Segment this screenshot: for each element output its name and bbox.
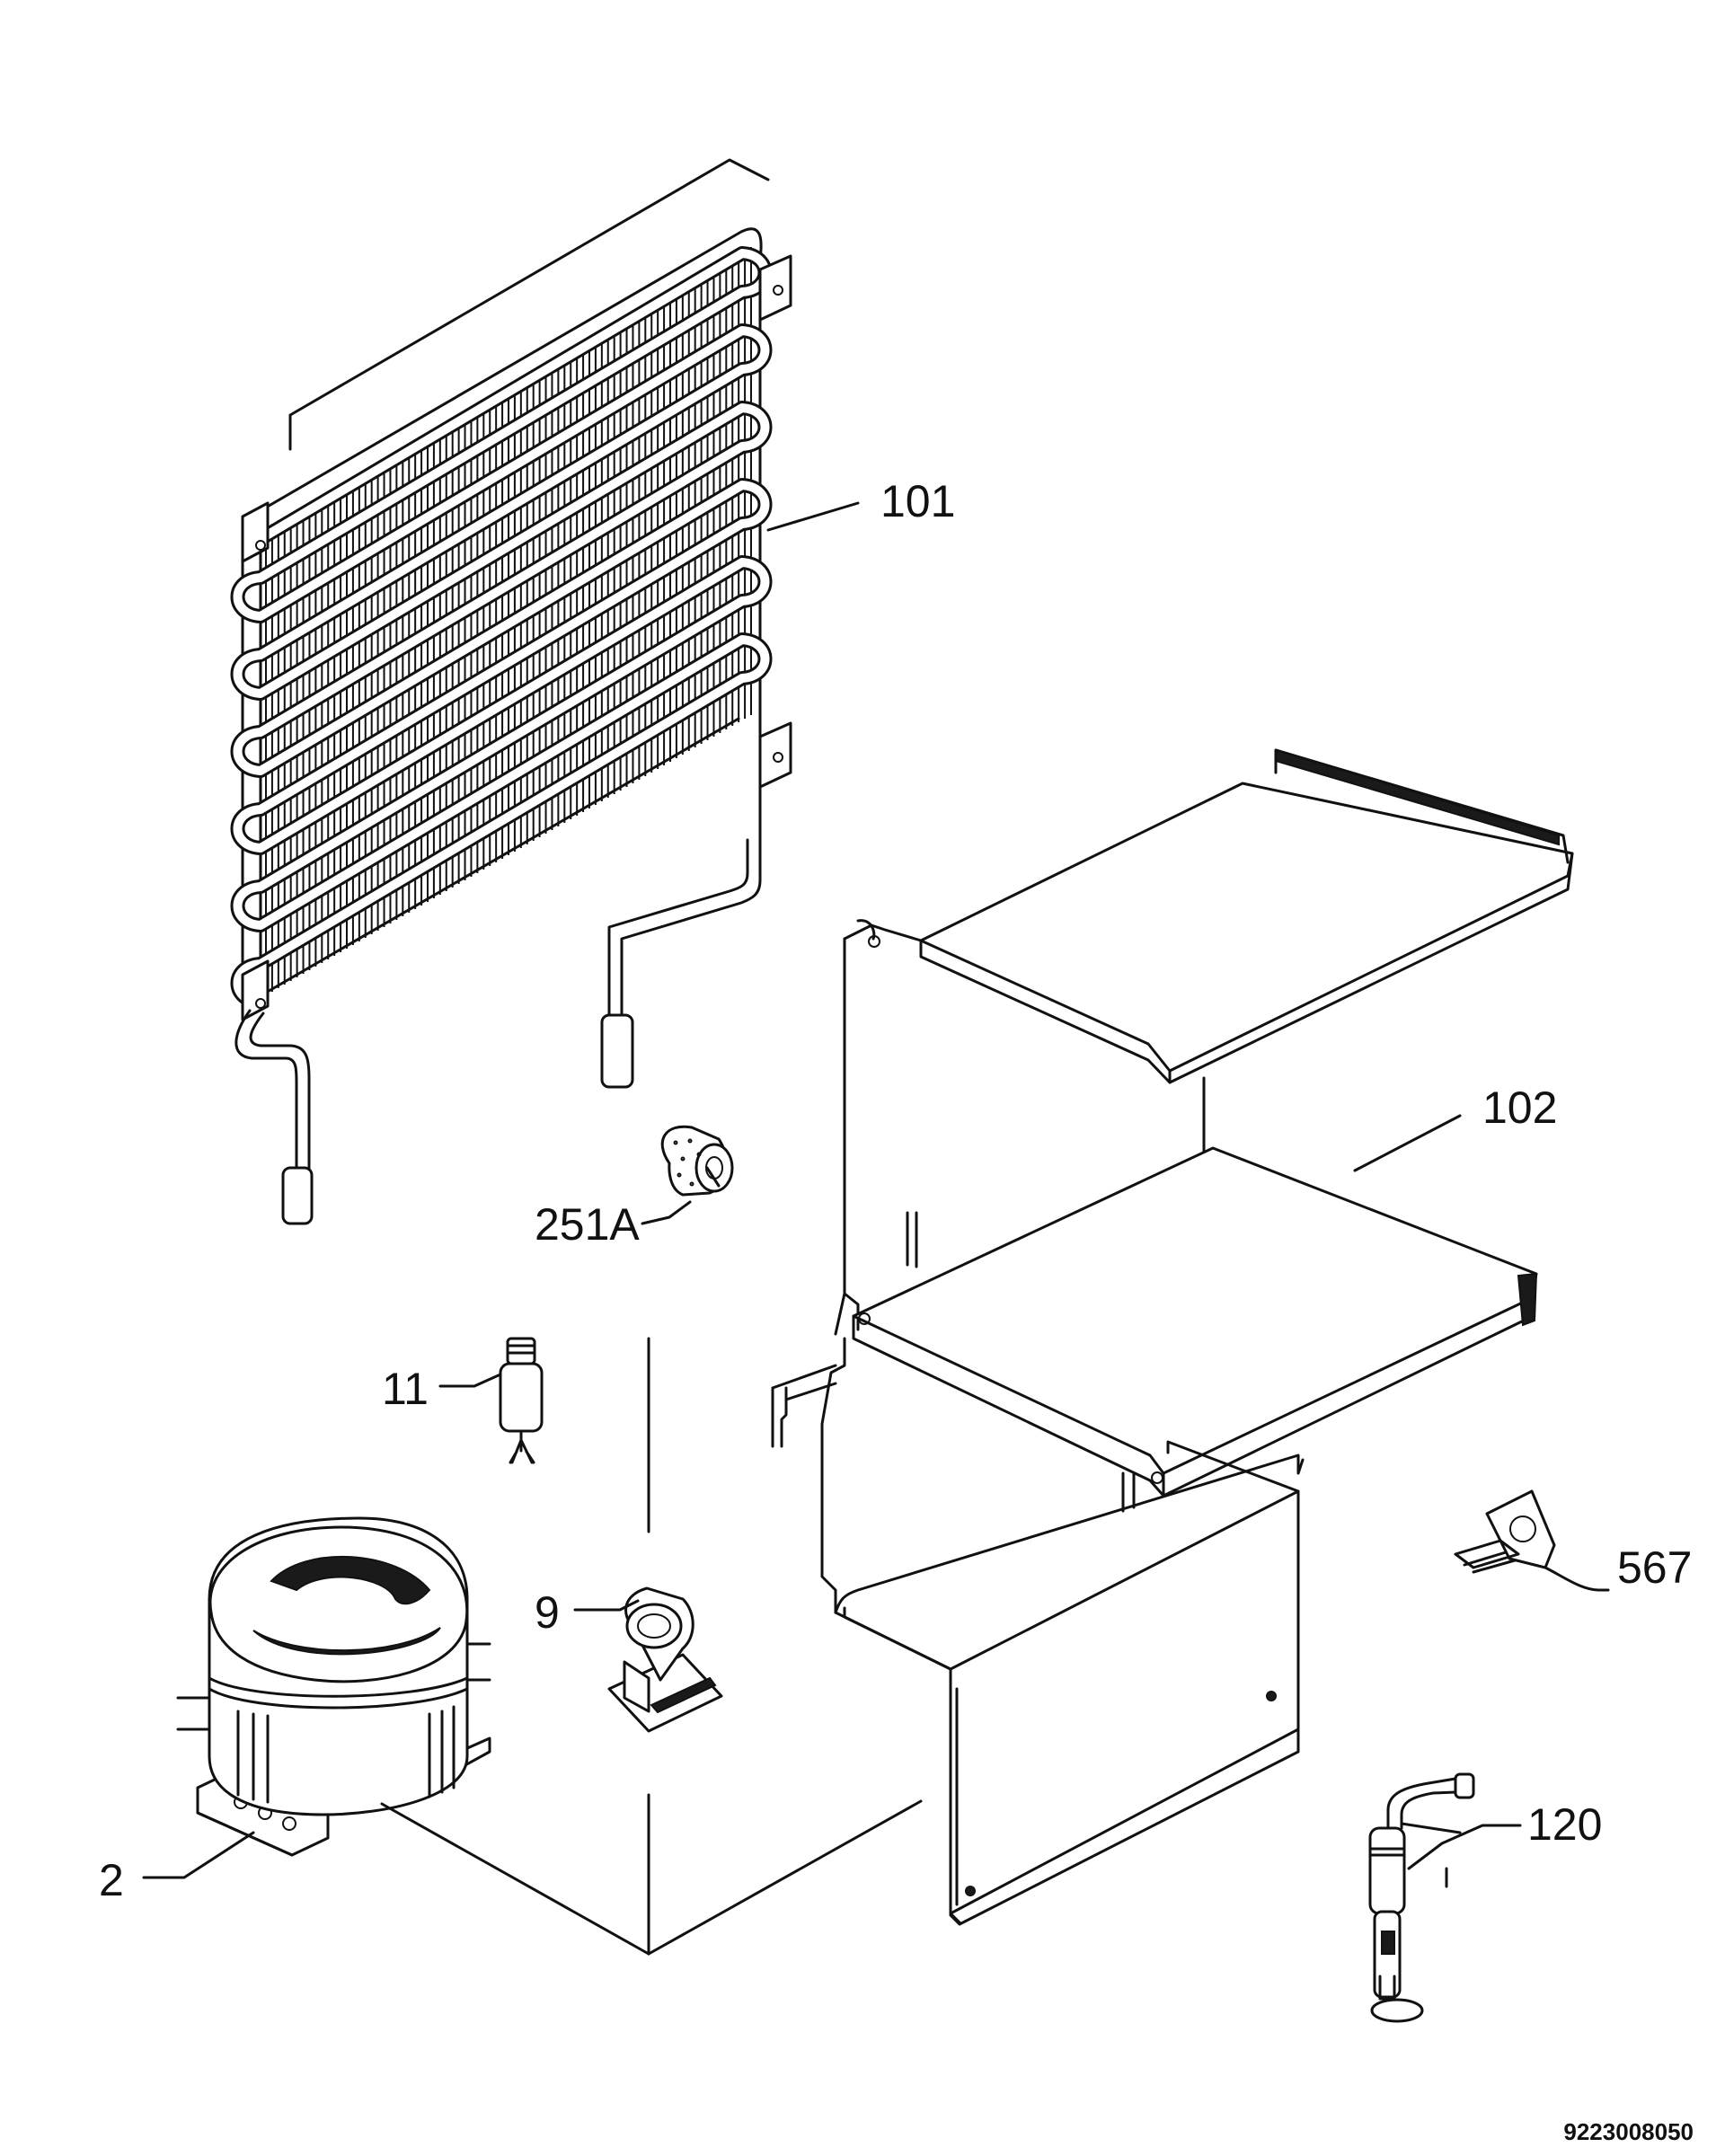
label-102: 102 [1482, 1082, 1557, 1133]
compressor-part: 2 [99, 1516, 491, 1905]
shelf-bracket-part: 102 [771, 748, 1574, 1926]
thermostat-sensor-part: 120 [1368, 1772, 1602, 2023]
clamp-part: 9 [535, 1337, 723, 1733]
valve-part: 11 [382, 1337, 544, 1464]
condenser-mount-brackets [241, 254, 792, 1021]
label-11: 11 [382, 1364, 429, 1414]
label-567: 567 [1617, 1542, 1692, 1593]
label-251a: 251A [535, 1199, 640, 1250]
label-9: 9 [535, 1587, 560, 1638]
clip-part: 567 [1454, 1489, 1692, 1593]
label-2: 2 [99, 1855, 124, 1905]
label-101: 101 [880, 476, 955, 526]
condenser-serpentine-tube [230, 246, 773, 1010]
base-outline [380, 1793, 923, 1956]
diagram-code: 9223008050 [1563, 2118, 1694, 2145]
label-120: 120 [1527, 1799, 1602, 1850]
grommet-part: 251A [535, 1125, 734, 1250]
condenser-part: 101 [230, 158, 955, 1225]
